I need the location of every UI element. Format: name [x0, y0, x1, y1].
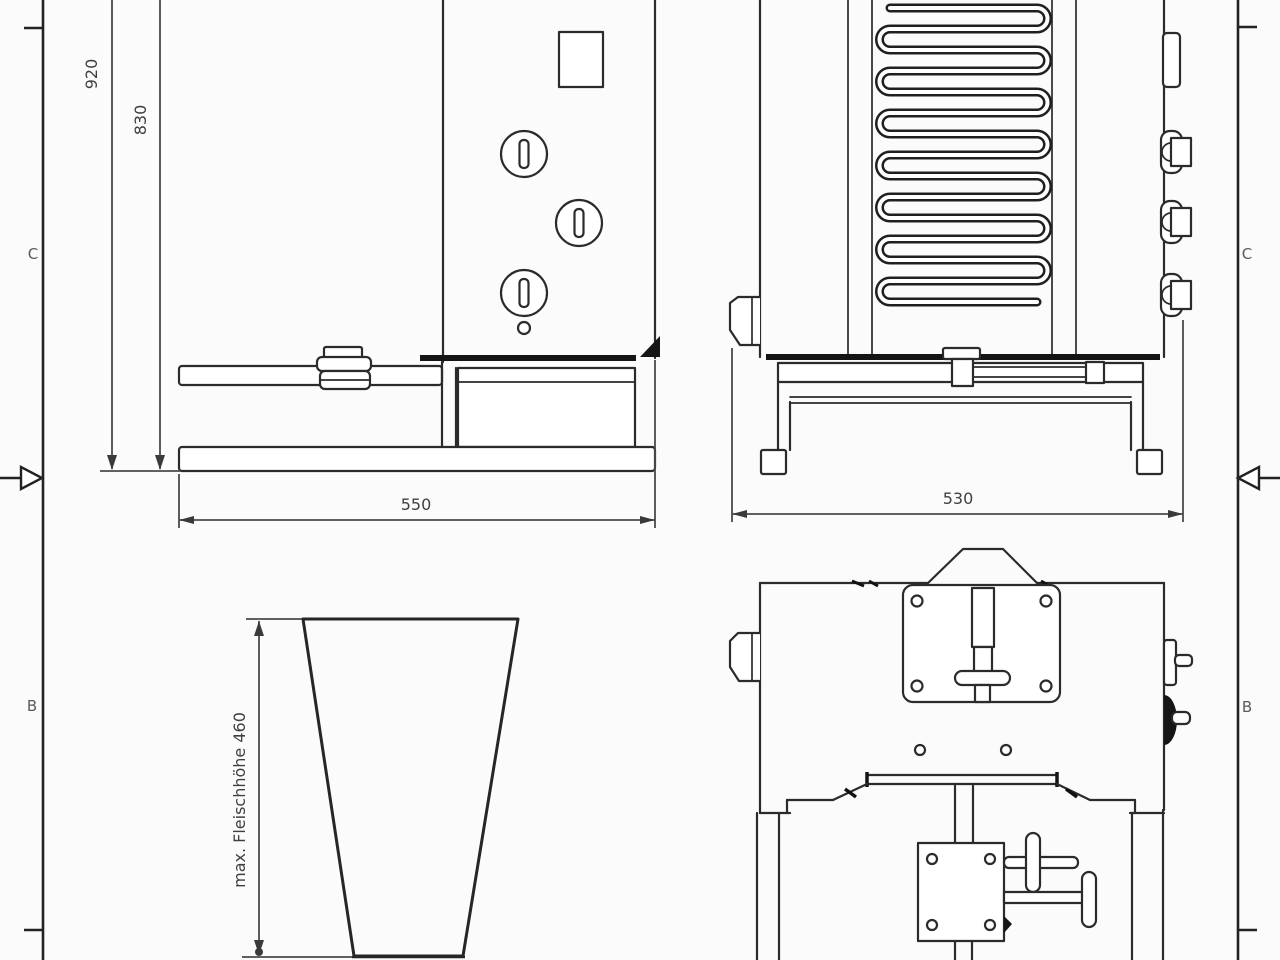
stand-foot: [1135, 448, 1164, 476]
zone-letter-left-top: C: [28, 245, 38, 263]
dim-label-920: 920: [82, 59, 101, 90]
side-knob-icon: [1159, 199, 1193, 245]
zone-letter-right-top: C: [1242, 245, 1252, 263]
meat-support-arm: [177, 364, 444, 387]
display-window: [557, 30, 605, 89]
spit-slide-rod: [953, 586, 1012, 704]
dim-label-830: 830: [131, 105, 150, 136]
control-knob-icon: [499, 129, 549, 179]
screw-icon: [925, 918, 939, 932]
meat-funnel-outline: [301, 617, 520, 958]
weld-mark: [851, 579, 865, 588]
dim-label-550: 550: [401, 495, 432, 514]
t-handle: [1080, 870, 1098, 929]
heating-element-coil: [875, 3, 1052, 307]
clamp-handle: [953, 669, 1012, 687]
dim-arrow-icon: [155, 455, 165, 470]
side-pin: [1170, 710, 1192, 726]
dim-label-fleischhoehe: max. Fleischhöhe 460: [230, 712, 249, 888]
lever-arm: [1002, 890, 1086, 905]
front-view: [728, 0, 1193, 476]
dim-arrow-icon: [1168, 510, 1183, 518]
side-port: [1161, 31, 1182, 89]
side-hub: [1164, 695, 1177, 745]
side-view: [177, 0, 660, 473]
side-knob-icon: [1159, 129, 1193, 175]
dim-arrow-icon: [254, 621, 264, 636]
rear-view: [728, 547, 1194, 960]
control-knob-icon: [499, 268, 549, 318]
dim-arrow-icon: [254, 940, 264, 955]
screw-icon: [925, 852, 939, 866]
screw-icon: [1039, 594, 1053, 608]
control-knob-icon: [554, 198, 604, 248]
base-plate: [177, 445, 657, 473]
stand-foot: [759, 448, 788, 476]
weld-mark: [1064, 787, 1079, 799]
screw-icon: [983, 852, 997, 866]
screw-icon: [910, 679, 924, 693]
dim-arrow-icon: [732, 510, 747, 518]
side-knob-icon: [1159, 272, 1193, 318]
dimension-annotations: 920 830 550 530 max. Fleischhöhe 460: [82, 0, 1184, 956]
center-mark-left-arrow-icon: [0, 465, 45, 491]
screw-icon: [1039, 679, 1053, 693]
spit-bearing: [941, 346, 1106, 388]
dim-arrow-icon: [640, 516, 655, 524]
side-pin: [1173, 653, 1194, 668]
corner-mark: [640, 336, 660, 357]
corner-mark: [1004, 916, 1012, 933]
rear-stand: [755, 772, 1166, 960]
lock-pin: [1024, 831, 1042, 894]
screw-icon: [913, 743, 927, 757]
pilot-lamp-icon: [516, 320, 532, 336]
funnel-detail-view: [242, 617, 520, 959]
arm-clamp: [315, 345, 373, 391]
screw-icon: [910, 594, 924, 608]
weld-mark: [843, 787, 858, 799]
left-tab: [728, 631, 762, 683]
screw-icon: [999, 743, 1013, 757]
dim-label-530: 530: [943, 489, 974, 508]
zone-letter-left-bottom: B: [27, 697, 37, 715]
drive-assembly: [916, 782, 1098, 960]
pedestal-box: [456, 366, 637, 449]
weld-mark: [868, 579, 879, 588]
center-mark-right-arrow-icon: [1235, 465, 1280, 491]
left-tab: [728, 295, 762, 347]
dim-arrow-icon: [107, 455, 117, 470]
dim-arrow-icon: [179, 516, 194, 524]
zone-letter-right-bottom: B: [1242, 698, 1252, 716]
dim-terminator: [255, 948, 263, 956]
screw-icon: [983, 918, 997, 932]
gable-bracket: [926, 547, 1039, 585]
